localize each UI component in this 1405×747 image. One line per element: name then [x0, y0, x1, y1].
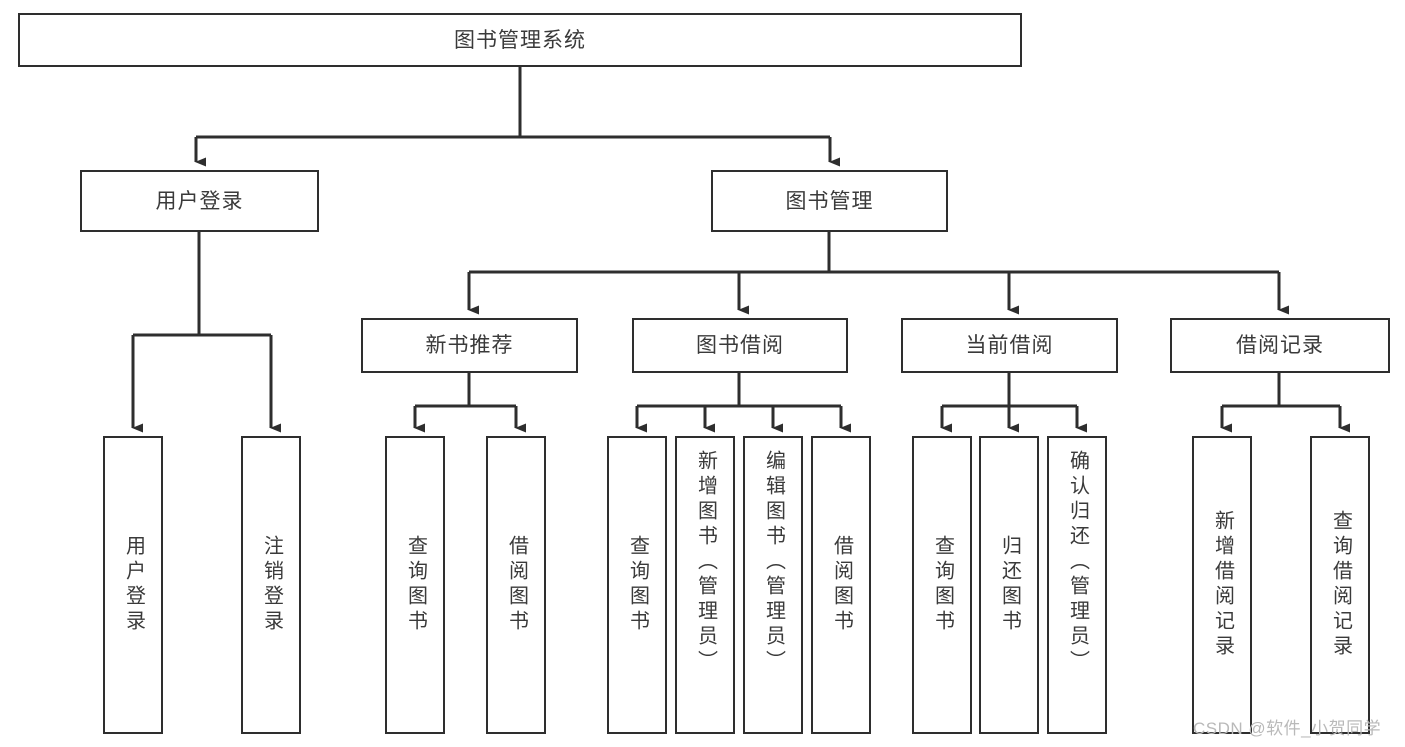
node-leaf-recommend-borrow-book[interactable]: 借阅图书 [486, 436, 546, 734]
node-leaf-borrow-add-book[interactable]: 新增图书（管理员） [675, 436, 735, 734]
node-leaf-borrow-lend-book[interactable]: 借阅图书 [811, 436, 871, 734]
node-leaf-borrow-lend-book-label: 借阅图书 [830, 535, 853, 635]
node-leaf-current-return-book-label: 归还图书 [998, 535, 1021, 635]
node-leaf-borrow-add-book-label: 新增图书（管理员） [694, 450, 717, 675]
node-leaf-current-confirm-return-label: 确认归还（管理员） [1066, 450, 1089, 675]
node-root-label: 图书管理系统 [454, 28, 586, 52]
node-leaf-recommend-query-book-label: 查询图书 [404, 535, 427, 635]
node-leaf-recommend-query-book[interactable]: 查询图书 [385, 436, 445, 734]
node-leaf-borrow-edit-book-label: 编辑图书（管理员） [762, 450, 785, 675]
node-borrow-record[interactable]: 借阅记录 [1170, 318, 1390, 373]
node-current-borrow-label: 当前借阅 [965, 334, 1054, 357]
node-borrow-record-label: 借阅记录 [1236, 334, 1324, 357]
node-leaf-current-query-book[interactable]: 查询图书 [912, 436, 972, 734]
node-leaf-user-login[interactable]: 用户登录 [103, 436, 163, 734]
node-book-borrow[interactable]: 图书借阅 [632, 318, 848, 373]
node-leaf-user-logout[interactable]: 注销登录 [241, 436, 301, 734]
node-leaf-borrow-query-book[interactable]: 查询图书 [607, 436, 667, 734]
node-leaf-record-add-label: 新增借阅记录 [1211, 510, 1234, 660]
node-leaf-borrow-query-book-label: 查询图书 [626, 535, 649, 635]
node-current-borrow[interactable]: 当前借阅 [901, 318, 1118, 373]
node-leaf-current-query-book-label: 查询图书 [931, 535, 954, 635]
node-leaf-borrow-edit-book[interactable]: 编辑图书（管理员） [743, 436, 803, 734]
node-leaf-recommend-borrow-book-label: 借阅图书 [505, 535, 528, 635]
node-root[interactable]: 图书管理系统 [18, 13, 1022, 67]
node-leaf-user-logout-label: 注销登录 [260, 535, 283, 635]
node-user-login-label: 用户登录 [155, 189, 244, 213]
node-new-book-recommend[interactable]: 新书推荐 [361, 318, 578, 373]
node-leaf-record-search-label: 查询借阅记录 [1329, 510, 1352, 660]
node-leaf-record-add[interactable]: 新增借阅记录 [1192, 436, 1252, 734]
node-book-manage[interactable]: 图书管理 [711, 170, 948, 232]
node-leaf-user-login-label: 用户登录 [122, 535, 145, 635]
node-leaf-record-search[interactable]: 查询借阅记录 [1310, 436, 1370, 734]
node-book-manage-label: 图书管理 [785, 189, 874, 213]
node-book-borrow-label: 图书借阅 [696, 334, 784, 357]
node-user-login[interactable]: 用户登录 [80, 170, 319, 232]
node-leaf-current-confirm-return[interactable]: 确认归还（管理员） [1047, 436, 1107, 734]
node-new-book-recommend-label: 新书推荐 [425, 334, 514, 357]
node-leaf-current-return-book[interactable]: 归还图书 [979, 436, 1039, 734]
